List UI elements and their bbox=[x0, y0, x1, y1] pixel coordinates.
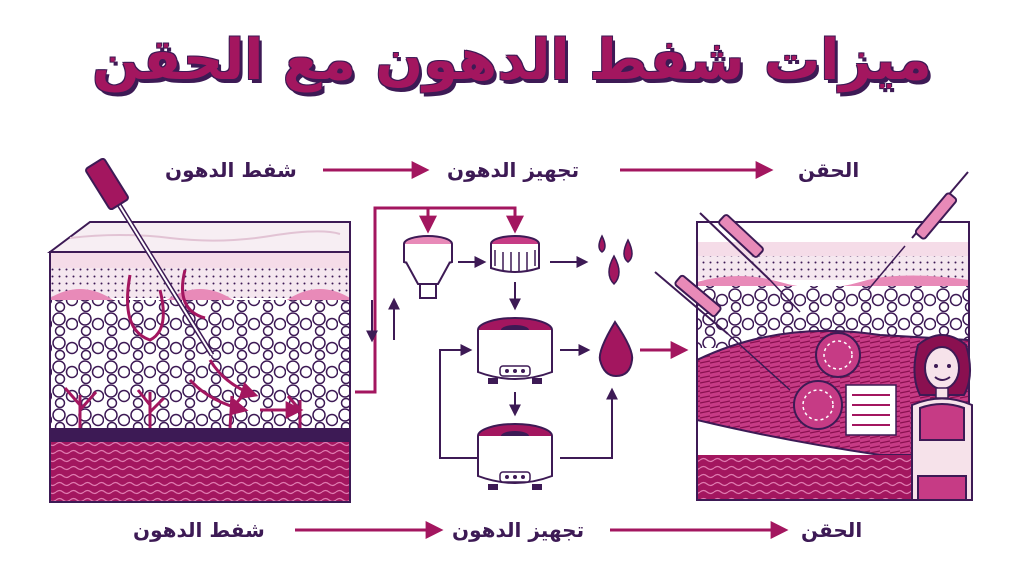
flow-pipe bbox=[355, 206, 524, 394]
page-title: ميزات شفط الدهون مع الحقن bbox=[92, 28, 932, 93]
step-bottom-fat-processing: تجهيز الدهون bbox=[452, 518, 585, 542]
fat-droplets-icon bbox=[598, 234, 633, 286]
skin-cross-section-left bbox=[47, 157, 351, 503]
step-top-fat-processing: تجهيز الدهون bbox=[447, 158, 580, 182]
syringe-icon bbox=[867, 171, 969, 291]
injection-site-right bbox=[654, 171, 973, 501]
syringe-icon bbox=[699, 212, 801, 313]
filter-funnel bbox=[403, 235, 453, 299]
centrifuge-machine-2 bbox=[477, 423, 553, 490]
step-top-injection: الحقن bbox=[798, 158, 860, 182]
step-bottom-injection: الحقن bbox=[801, 518, 863, 542]
fat-drop-large-icon bbox=[598, 320, 634, 378]
centrifuge-tube bbox=[490, 235, 540, 273]
woman-figure bbox=[911, 334, 973, 501]
step-bottom-liposuction: شفط الدهون bbox=[133, 518, 265, 542]
step-top-liposuction: شفط الدهون bbox=[165, 158, 297, 182]
centrifuge-machine-1 bbox=[477, 317, 553, 384]
syringe-icon bbox=[654, 271, 791, 391]
